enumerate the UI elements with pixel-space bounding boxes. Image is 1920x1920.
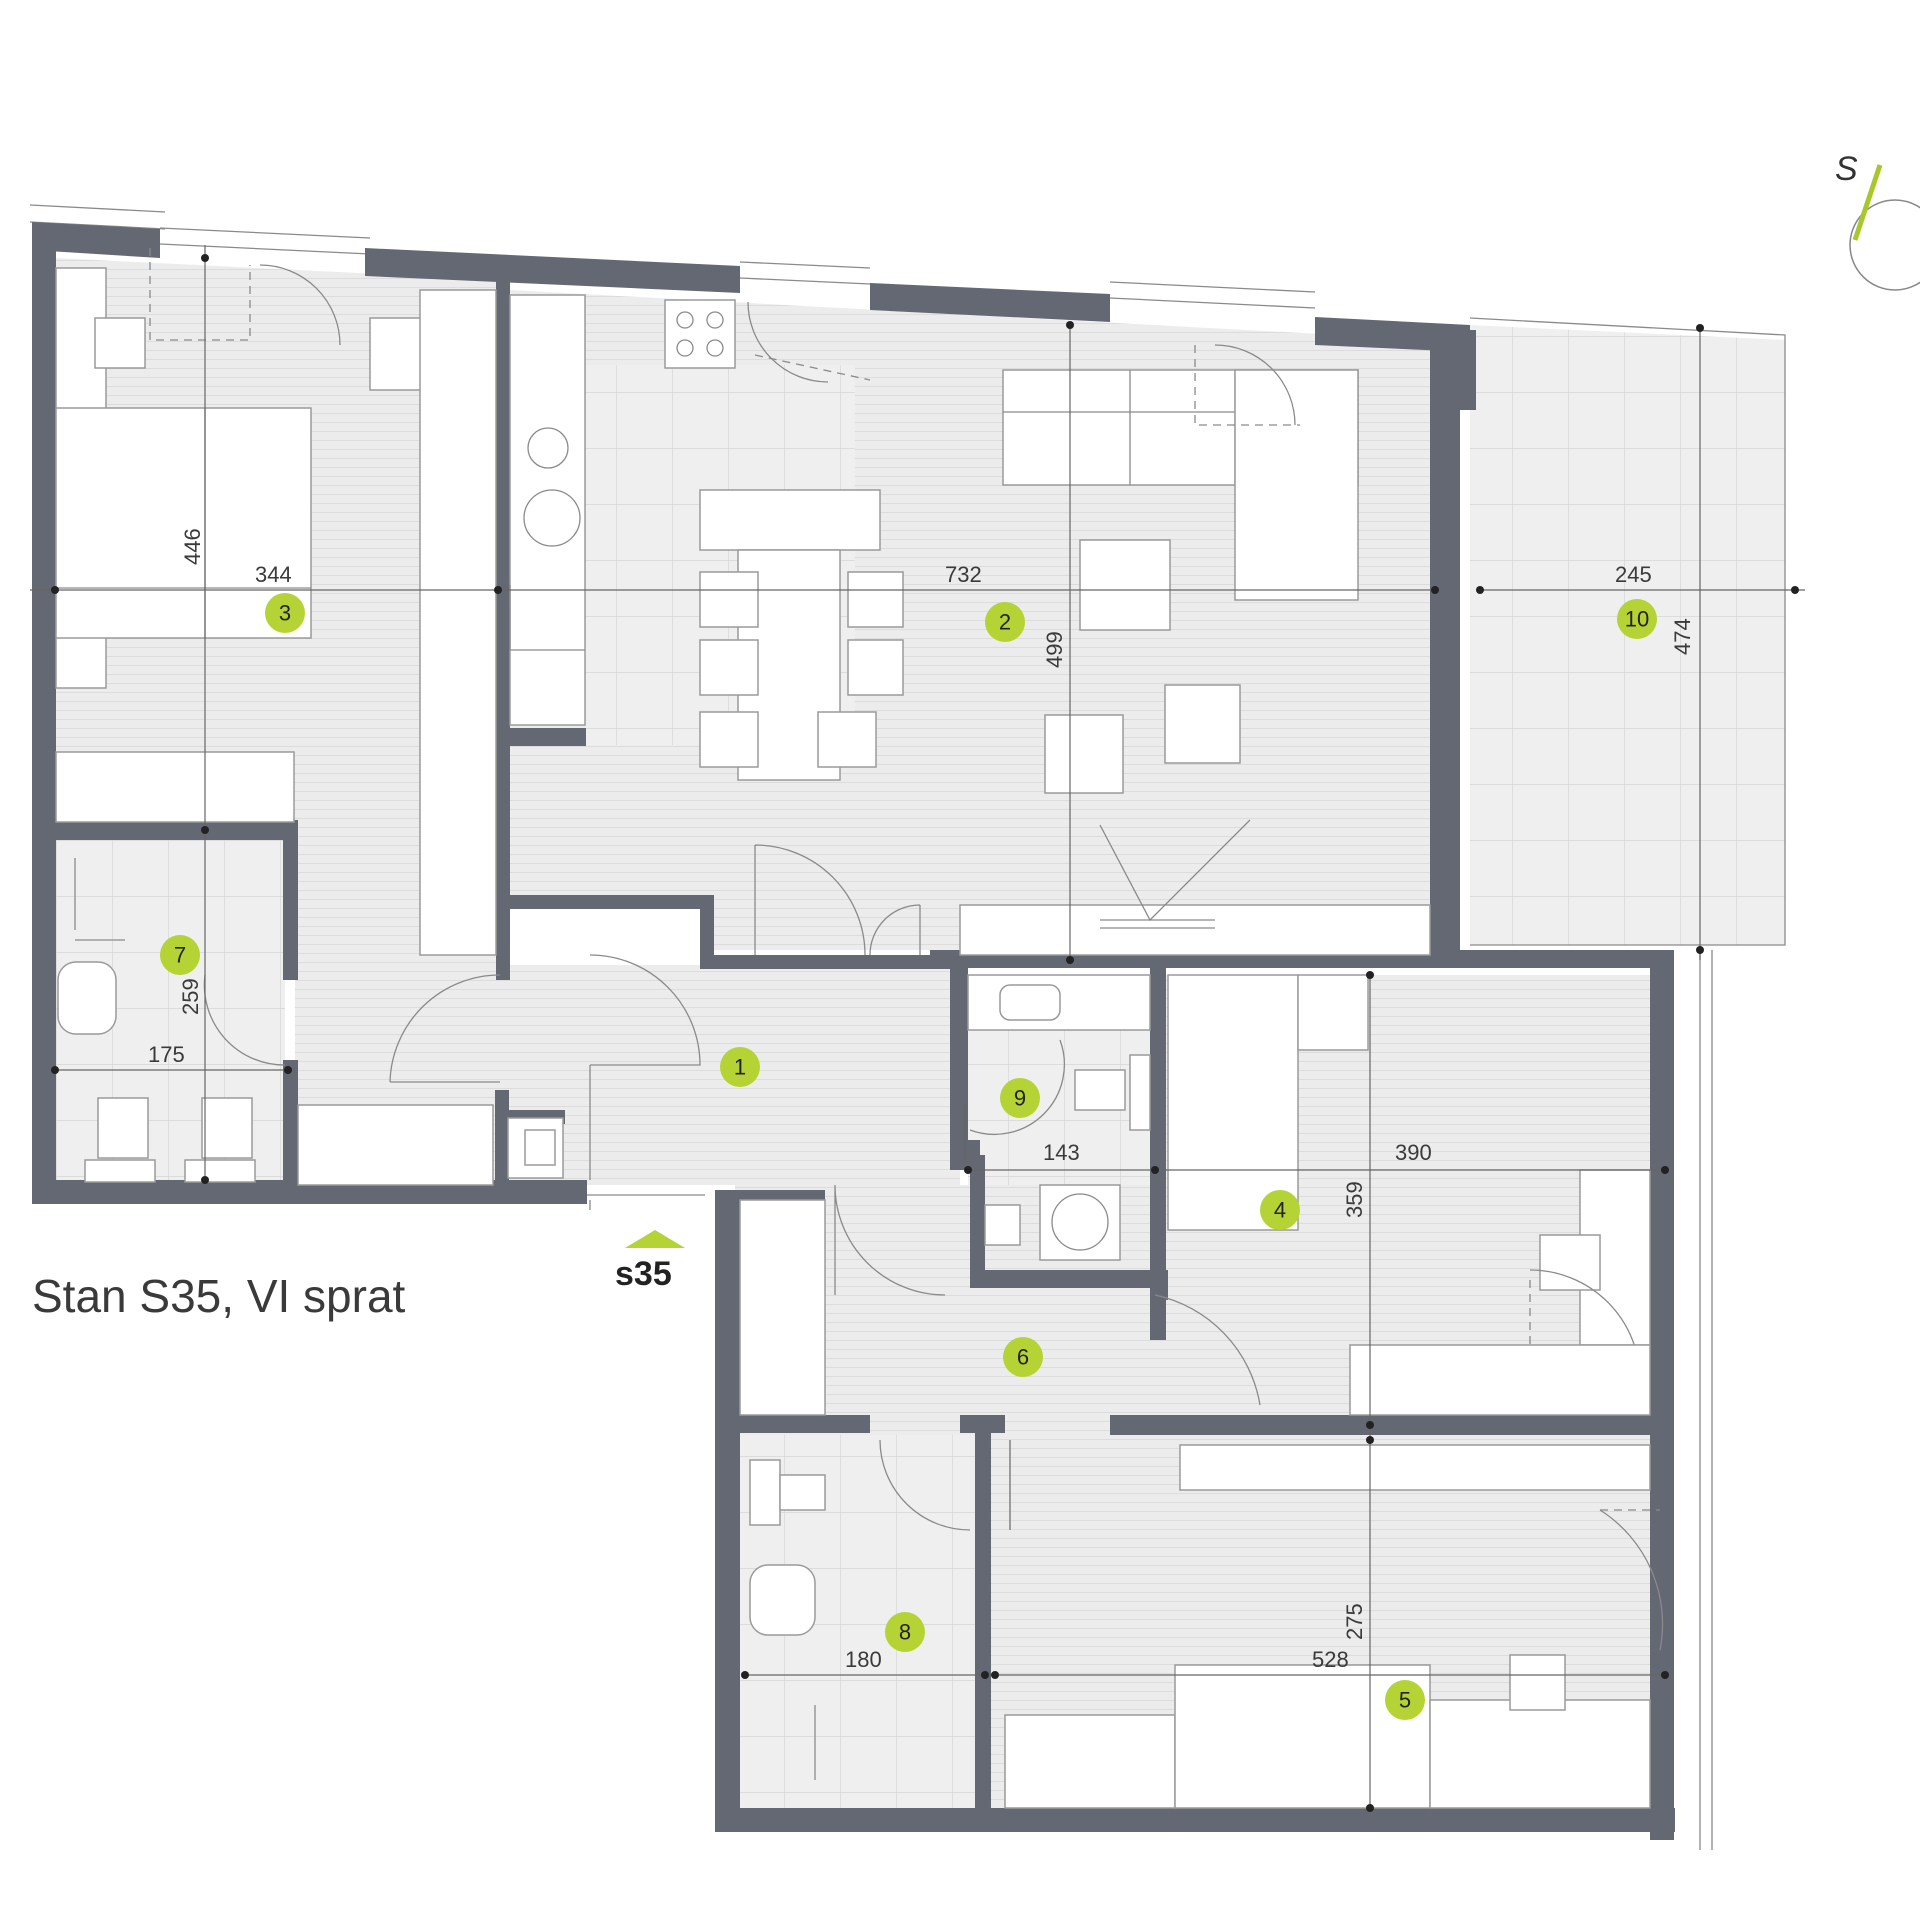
dim-275: 275: [1342, 1603, 1367, 1640]
dim-245: 245: [1615, 562, 1652, 587]
room-marker-9: 9: [1000, 1078, 1040, 1118]
room-marker-10: 10: [1617, 599, 1657, 639]
svg-text:8: 8: [899, 1620, 911, 1645]
compass-letter: S: [1835, 150, 1858, 188]
dim-359: 359: [1342, 1181, 1367, 1218]
furniture: [55, 248, 1664, 1809]
svg-text:9: 9: [1014, 1086, 1026, 1111]
svg-text:6: 6: [1017, 1345, 1029, 1370]
room-marker-2: 2: [985, 602, 1025, 642]
dim-344: 344: [255, 562, 292, 587]
svg-text:1: 1: [734, 1055, 746, 1080]
dim-474: 474: [1670, 618, 1695, 655]
svg-text:3: 3: [279, 601, 291, 626]
svg-text:10: 10: [1625, 607, 1649, 632]
svg-text:5: 5: [1399, 1688, 1411, 1713]
dim-528: 528: [1312, 1647, 1349, 1672]
dim-175: 175: [148, 1042, 185, 1067]
section-label: s35: [615, 1255, 672, 1293]
room-marker-5: 5: [1385, 1680, 1425, 1720]
dimension-labels: 446 344 732 499 245 474 259 175 143 390 …: [148, 528, 1695, 1672]
dim-180: 180: [845, 1647, 882, 1672]
room-marker-1: 1: [720, 1047, 760, 1087]
room-marker-4: 4: [1260, 1190, 1300, 1230]
svg-text:2: 2: [999, 610, 1011, 635]
dim-732: 732: [945, 562, 982, 587]
room-marker-7: 7: [160, 935, 200, 975]
dim-499: 499: [1042, 631, 1067, 668]
floors: [55, 258, 1785, 1810]
section-marker: s35: [615, 1230, 685, 1293]
section-arrow-icon: [625, 1230, 685, 1248]
room-marker-8: 8: [885, 1612, 925, 1652]
dim-259: 259: [178, 978, 203, 1015]
svg-text:7: 7: [174, 943, 186, 968]
room-marker-6: 6: [1003, 1337, 1043, 1377]
walls: [32, 222, 1675, 1840]
dim-390: 390: [1395, 1140, 1432, 1165]
room-marker-3: 3: [265, 593, 305, 633]
dimension-lines: [30, 245, 1805, 1812]
dim-446: 446: [180, 528, 205, 565]
dim-143: 143: [1043, 1140, 1080, 1165]
svg-text:4: 4: [1274, 1198, 1286, 1223]
compass-icon: S: [1835, 150, 1920, 291]
room-markers: 1 2 3 4 5 6 7 8 9 10: [160, 593, 1657, 1720]
plan-title: Stan S35, VI sprat: [32, 1270, 406, 1322]
